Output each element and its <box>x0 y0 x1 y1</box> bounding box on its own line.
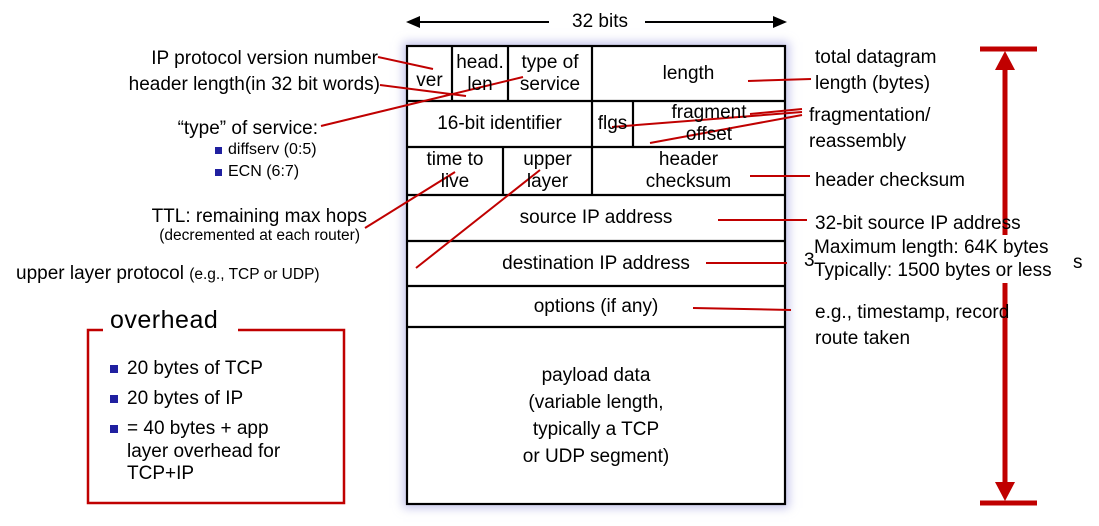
field-time-to-live: time to live <box>426 149 484 192</box>
field-length: length <box>662 62 715 84</box>
leader-lines <box>320 56 812 311</box>
note-upper-layer: upper layer protocol (e.g., TCP or UDP) <box>16 263 320 285</box>
bullet-square-icon <box>110 425 118 433</box>
bullet-square-icon <box>110 395 118 403</box>
note-total-length: total datagram length (bytes) <box>815 47 937 94</box>
overhead-title: overhead <box>106 306 223 335</box>
field-identifier: 16-bit identifier <box>437 113 562 134</box>
note-destination-obscured-right: s <box>1073 252 1083 273</box>
capacity-note: Maximum length: 64K bytes Typically: 150… <box>812 235 1082 283</box>
scale-label: 32 bits <box>572 11 628 32</box>
ip-header-grid <box>405 44 787 506</box>
note-ttl-decrement: (decremented at each router) <box>159 227 360 244</box>
note-source-ip: 32-bit source IP address <box>815 213 1021 234</box>
field-options: options (if any) <box>533 295 659 317</box>
note-tos-diffserv: diffserv (0:5) <box>228 141 317 158</box>
field-type-of-service: type of service <box>519 51 581 95</box>
note-destination-obscured-left: 3 <box>804 250 815 271</box>
note-header-length: header length(in 32 bit words) <box>128 74 380 95</box>
field-upper-layer: upper layer <box>523 149 572 192</box>
field-destination-ip: destination IP address <box>502 252 690 274</box>
width-arrow-icon <box>406 16 787 28</box>
overhead-item-ip: 20 bytes of IP <box>127 388 244 409</box>
field-header-length: head. len <box>456 51 504 95</box>
overhead-box-border <box>86 328 346 505</box>
note-options: e.g., timestamp, record route taken <box>815 302 1010 349</box>
field-header-checksum: header checksum <box>645 149 732 192</box>
bullet-square-icon <box>215 169 222 176</box>
note-header-checksum: header checksum <box>815 170 965 191</box>
bullet-square-icon <box>215 147 222 154</box>
note-ttl: TTL: remaining max hops <box>151 206 367 227</box>
field-flags: flgs <box>597 113 628 134</box>
note-upper-layer-main: upper layer protocol <box>16 263 184 284</box>
note-upper-layer-paren: (e.g., TCP or UDP) <box>189 266 320 283</box>
note-version: IP protocol version number <box>151 48 378 69</box>
field-payload: payload data (variable length, typically… <box>522 364 670 467</box>
note-fragmentation: fragmentation/ reassembly <box>809 105 931 152</box>
note-tos-title: “type” of service: <box>177 118 318 139</box>
overhead-item-total: = 40 bytes + app layer overhead for TCP+… <box>127 418 281 484</box>
field-source-ip: source IP address <box>519 207 673 228</box>
note-tos-ecn: ECN (6:7) <box>228 163 300 180</box>
bullet-square-icon <box>110 365 118 373</box>
field-fragment-offset: fragment offset <box>671 102 747 145</box>
field-version: ver <box>416 69 443 91</box>
overhead-item-tcp: 20 bytes of TCP <box>127 358 263 379</box>
header-table-glow <box>407 46 785 504</box>
